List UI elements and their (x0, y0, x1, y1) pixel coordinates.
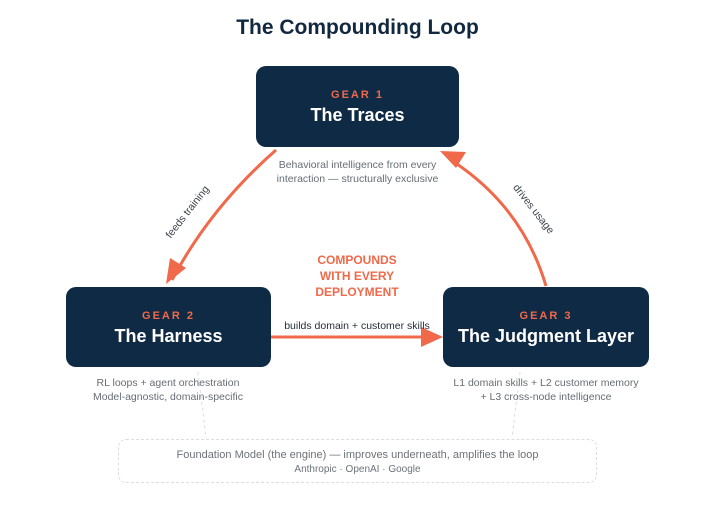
compounds-line: COMPOUNDS (317, 253, 397, 267)
connector-left (197, 371, 207, 439)
gear-2-tag: GEAR 2 (142, 310, 195, 322)
arrowhead-drives (440, 151, 466, 168)
gear-3-description: L1 domain skills + L2 customer memory + … (436, 376, 656, 404)
gear-3-desc-line: + L3 cross-node intelligence (480, 391, 612, 403)
compounds-line: DEPLOYMENT (315, 285, 399, 299)
foundation-providers: Anthropic · OpenAI · Google (294, 464, 421, 475)
gear-2-box: GEAR 2 The Harness (66, 287, 271, 367)
gear-1-desc-line: Behavioral intelligence from every (278, 159, 437, 171)
gear-3-name: The Judgment Layer (457, 326, 635, 346)
arrow-feeds-training (170, 148, 277, 281)
gear-3-tag: GEAR 3 (519, 310, 573, 322)
gear-2-desc-line: RL loops + agent orchestration (96, 377, 240, 389)
gear-2-desc-line: Model-agnostic, domain-specific (93, 391, 243, 403)
gear-3-box: GEAR 3 The Judgment Layer (443, 287, 649, 367)
label-drives-usage: drives usage (510, 182, 556, 236)
gear-2-description: RL loops + agent orchestration Model-agn… (60, 376, 276, 404)
connector-right (511, 371, 521, 439)
gear-1-name: The Traces (310, 105, 405, 125)
arrow-drives-usage (453, 160, 548, 287)
gear-1-tag: GEAR 1 (331, 89, 384, 101)
arrowhead-builds (421, 327, 443, 347)
gear-1-desc-line: interaction — structurally exclusive (276, 173, 439, 185)
compounds-label: COMPOUNDS WITH EVERY DEPLOYMENT (287, 252, 427, 300)
label-feeds-training: feeds training (164, 183, 212, 240)
gear-3-desc-line: L1 domain skills + L2 customer memory (453, 377, 639, 389)
arrowhead-feeds (166, 258, 186, 284)
foundation-main-text: Foundation Model (the engine) — improves… (176, 449, 539, 461)
foundation-model-box: Foundation Model (the engine) — improves… (118, 439, 597, 483)
compounds-line: WITH EVERY (319, 269, 395, 283)
gear-1-box: GEAR 1 The Traces (256, 66, 459, 147)
diagram-title: The Compounding Loop (236, 16, 479, 39)
gear-2-name: The Harness (114, 326, 223, 346)
gear-1-description: Behavioral intelligence from every inter… (242, 158, 473, 186)
label-builds-skills: builds domain + customer skills (284, 320, 430, 332)
